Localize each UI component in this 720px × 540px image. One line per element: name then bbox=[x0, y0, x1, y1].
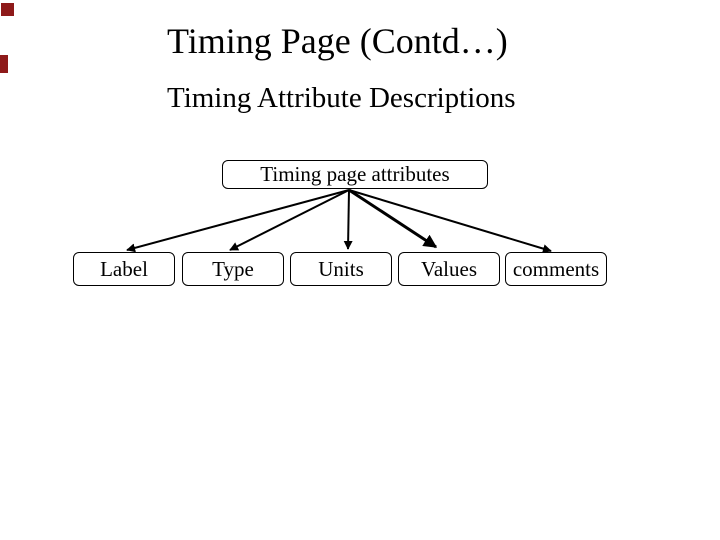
node-timing-page-attributes: Timing page attributes bbox=[222, 160, 488, 189]
red-edge-artifact bbox=[1, 3, 14, 16]
node-label: Label bbox=[73, 252, 175, 286]
arrow-to-type bbox=[229, 189, 350, 251]
arrow-to-label bbox=[126, 189, 350, 253]
child-node-label: comments bbox=[512, 256, 600, 281]
child-node-label: Label bbox=[100, 256, 148, 281]
arrow-to-comments bbox=[348, 189, 552, 253]
child-node-label: Values bbox=[421, 256, 477, 281]
slide-title: Timing Page (Contd…) bbox=[167, 21, 508, 61]
child-node-label: Units bbox=[318, 256, 364, 281]
red-edge-artifact bbox=[0, 55, 8, 73]
connector-arrows bbox=[126, 188, 552, 253]
node-comments: comments bbox=[505, 252, 607, 286]
node-type: Type bbox=[182, 252, 284, 286]
arrow-to-units bbox=[343, 189, 353, 250]
arrow-to-values bbox=[348, 188, 438, 249]
node-units: Units bbox=[290, 252, 392, 286]
node-values: Values bbox=[398, 252, 500, 286]
slide-subtitle: Timing Attribute Descriptions bbox=[167, 82, 516, 114]
child-node-label: Type bbox=[212, 256, 254, 281]
root-node-label: Timing page attributes bbox=[260, 162, 450, 186]
